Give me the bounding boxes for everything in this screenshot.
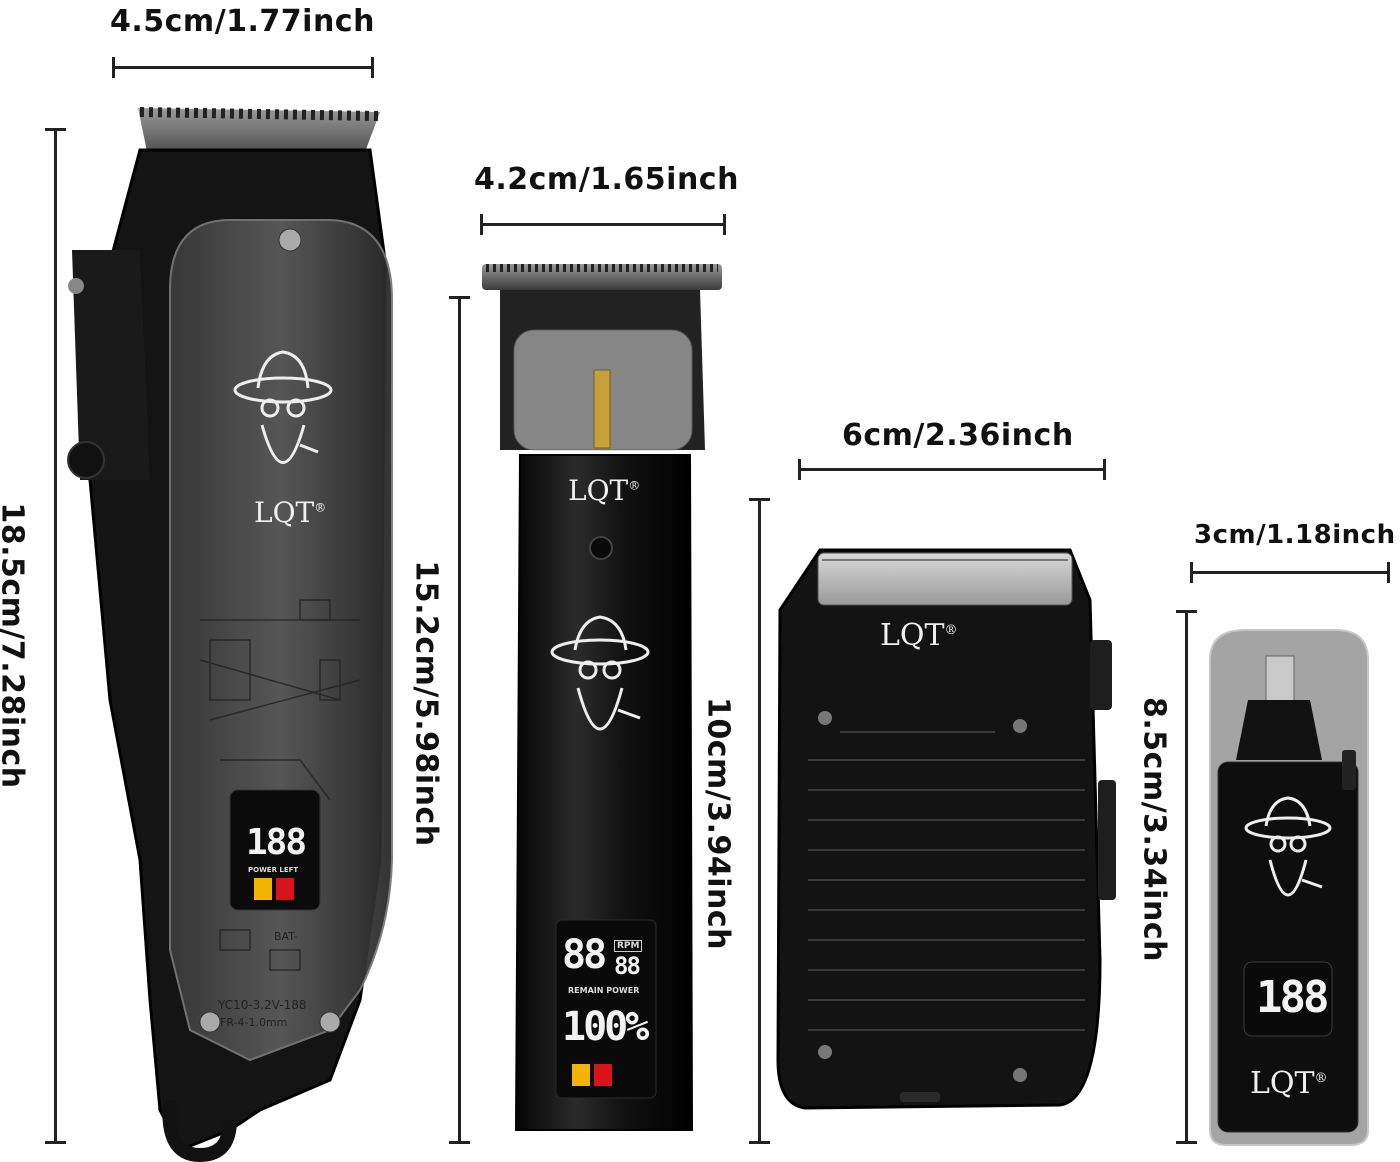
trimmer-red-indicator [594, 1064, 612, 1086]
trimmer-brand-name: LQT [568, 474, 629, 507]
nose-display-digits: 188 [1256, 972, 1330, 1023]
trimmer-percent: 100% [562, 1004, 649, 1050]
trimmer-width-line [480, 214, 726, 235]
clipper-power-label: POWER LEFT [248, 866, 299, 874]
clipper-yellow-indicator [254, 878, 272, 900]
trimmer-yellow-indicator [572, 1064, 590, 1086]
nose-width-label: 3cm/1.18inch [1194, 520, 1396, 550]
nose-beard-logo-icon [1244, 796, 1332, 897]
nose-brand-name: LQT [1250, 1066, 1315, 1101]
foil-shaver [776, 548, 1116, 1110]
nose-brand-mark: ® [1314, 1071, 1328, 1086]
clipper-clear-cover [169, 219, 393, 1062]
trimmer-brand-mark: ® [628, 478, 641, 493]
hair-clipper [67, 107, 393, 1162]
t-blade-trimmer [482, 264, 722, 1131]
shaver-width-label: 6cm/2.36inch [842, 418, 1074, 453]
clipper-red-indicator [276, 878, 294, 900]
clipper-beard-logo-icon [233, 350, 333, 464]
nose-brand: LQT® [1250, 1066, 1328, 1101]
shaver-brand: LQT® [880, 618, 958, 653]
shaver-width-line [798, 459, 1106, 480]
clipper-display [229, 789, 321, 911]
trimmer-rpm-label: RPM [614, 940, 643, 952]
shaver-body [776, 548, 1102, 1110]
clipper-bat-label: BAT- [274, 930, 298, 943]
trimmer-height-line [449, 296, 470, 1144]
clipper-model-text: YC10-3.2V-188 [218, 998, 307, 1012]
trimmer-blade [482, 264, 722, 290]
nose-trimmer [1209, 629, 1369, 1146]
clipper-width-line [112, 57, 374, 78]
trimmer-display [555, 919, 657, 1099]
clipper-brand-name: LQT [254, 496, 315, 529]
shaver-height-line [749, 498, 770, 1144]
nose-body [1217, 761, 1359, 1133]
shaver-brand-mark: ® [944, 623, 958, 638]
trimmer-remain-label: REMAIN POWER [568, 986, 640, 995]
clipper-brand: LQT® [254, 496, 326, 529]
trimmer-display-top: 88 [562, 932, 607, 978]
trimmer-brand: LQT® [568, 474, 640, 507]
shaver-brand-name: LQT [880, 618, 945, 653]
trimmer-power-button [589, 536, 613, 560]
nose-width-line [1190, 562, 1390, 583]
clipper-width-label: 4.5cm/1.77inch [110, 4, 375, 39]
clipper-display-digits: 188 [246, 822, 307, 863]
nose-display [1243, 961, 1333, 1037]
shaver-foil [817, 552, 1073, 606]
clipper-height-line [45, 128, 66, 1144]
shaver-ridges [808, 731, 1085, 1031]
trimmer-beard-logo-icon [550, 615, 650, 731]
nose-height-line [1176, 610, 1197, 1144]
clipper-resistor-text: FR-4-1.0mm [220, 1016, 288, 1029]
clipper-brand-mark: ® [314, 500, 327, 515]
trimmer-display-small: 88 [614, 952, 641, 980]
trimmer-width-label: 4.2cm/1.65inch [474, 162, 739, 197]
